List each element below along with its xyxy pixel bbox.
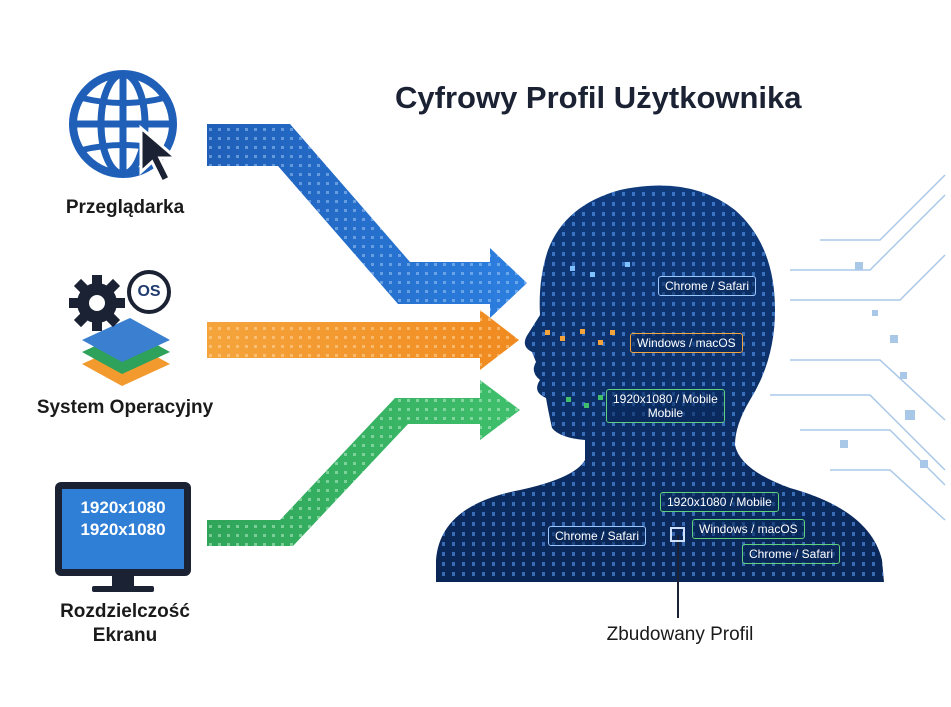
screen-label: Rozdzielczość Ekranu	[20, 600, 230, 648]
circuit-lines	[770, 174, 946, 521]
head-silhouette	[436, 185, 884, 582]
head-tag-screen-line-2: Mobile	[647, 406, 684, 420]
circuit-dots	[840, 262, 928, 468]
profile-tag-browser-left: Chrome / Safari	[548, 526, 647, 546]
profile-tag-resolution: 1920x1080 / Mobile	[660, 492, 779, 512]
head-tag-os: Windows / macOS	[630, 333, 743, 353]
profile-label: Zbudowany Profil	[606, 624, 754, 645]
os-badge: OS	[137, 283, 161, 300]
profile-pointer	[670, 527, 685, 618]
screen-label-line-1: Rozdzielczość	[60, 601, 190, 622]
screen-line-2: 1920x1080	[80, 520, 166, 539]
screen-arrow	[207, 380, 520, 546]
profile-tag-browser-right: Chrome / Safari	[742, 544, 841, 564]
globe-cursor-icon	[69, 70, 181, 185]
head-tag-screen-line-1: 1920x1080 / Mobile	[613, 392, 718, 406]
gear-layers-icon	[69, 270, 171, 386]
screen-resolution-text: 1920x1080 1920x1080	[62, 497, 184, 541]
monitor-icon	[55, 482, 191, 592]
os-label: System Operacyjny	[36, 397, 214, 418]
os-arrow	[207, 310, 519, 370]
screen-line-1: 1920x1080	[80, 498, 166, 517]
browser-arrow	[207, 124, 527, 318]
screen-label-line-2: Ekranu	[92, 625, 158, 646]
profile-tag-os: Windows / macOS	[692, 519, 805, 539]
page-title: Cyfrowy Profil Użytkownika	[395, 80, 802, 115]
head-tag-screen: 1920x1080 / Mobile Mobile	[606, 389, 725, 423]
browser-label: Przeglądarka	[65, 197, 185, 218]
head-accent-dots	[545, 262, 630, 408]
head-tag-browser: Chrome / Safari	[658, 276, 757, 296]
